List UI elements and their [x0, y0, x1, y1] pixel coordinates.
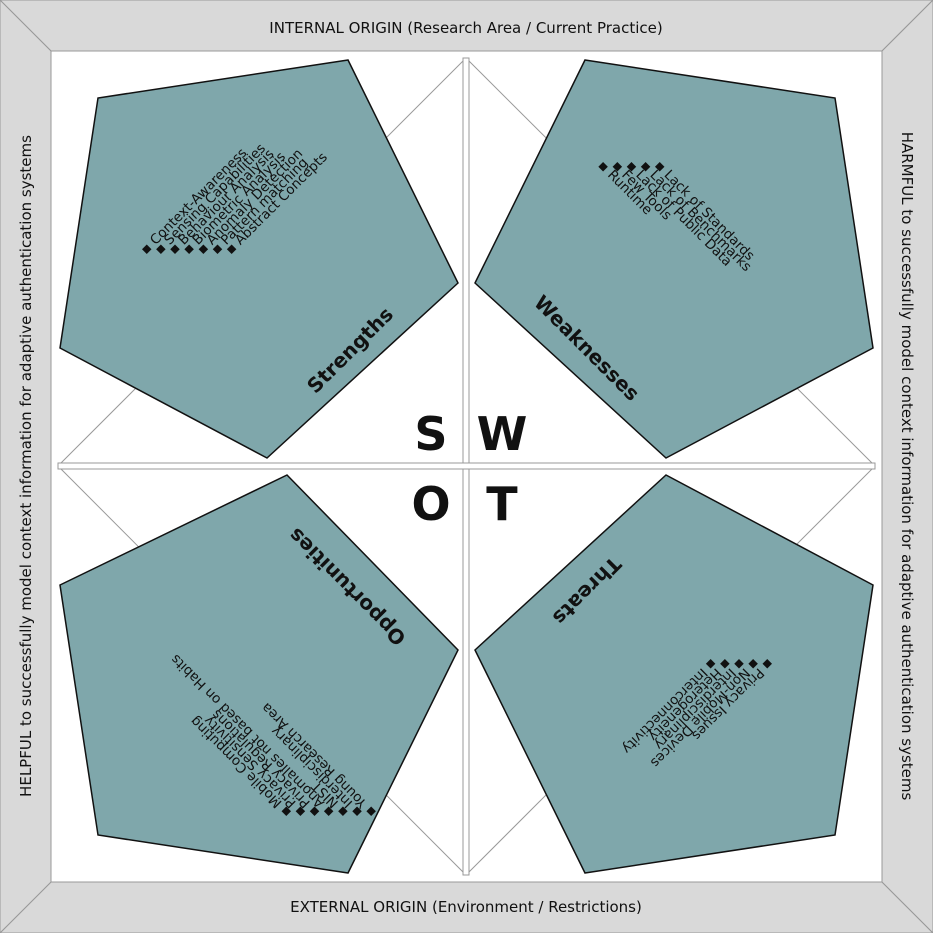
frame-left-label: HELPFUL to successfully model context in…	[17, 135, 35, 797]
letter-w: W	[477, 407, 528, 461]
frame-bottom-label: EXTERNAL ORIGIN (Environment / Restricti…	[290, 898, 642, 916]
letter-t: T	[486, 477, 518, 531]
letter-o: O	[411, 477, 450, 531]
opportunities-list: ▪ Mobile Computing ▪ Privacy Sensitivity…	[168, 651, 380, 820]
opportunities-pentagon	[59, 474, 459, 874]
strengths-pentagon	[59, 59, 459, 459]
frame-top-label: INTERNAL ORIGIN (Research Area / Current…	[269, 19, 662, 37]
letter-s: S	[414, 407, 447, 461]
frame-right-label: HARMFUL to successfully model context in…	[898, 132, 916, 801]
horizontal-divider	[57, 462, 876, 470]
weaknesses-pentagon	[474, 59, 874, 459]
threats-pentagon	[474, 474, 874, 874]
center-cross	[57, 57, 876, 876]
